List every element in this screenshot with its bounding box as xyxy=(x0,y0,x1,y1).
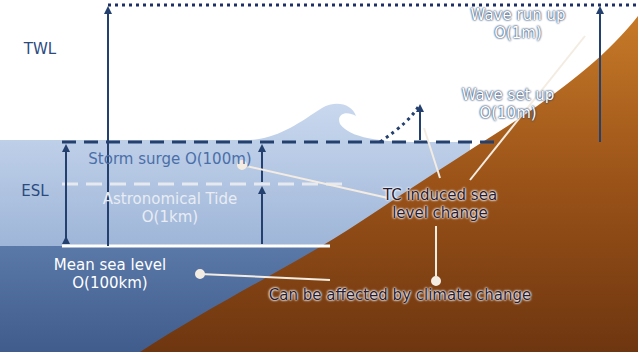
callout-text: TC induced sea level change xyxy=(370,186,510,222)
msl-line xyxy=(62,245,330,248)
leader-line xyxy=(200,274,330,280)
callout-text: Can be affected by climate change xyxy=(180,286,620,304)
tide-line xyxy=(62,183,345,186)
leader-line xyxy=(242,165,388,198)
band-label: Astronomical Tide O(1km) xyxy=(82,190,258,226)
callout-text: Wave set up O(10m) xyxy=(448,86,568,122)
runup-arrow xyxy=(599,10,601,142)
side-label: TWL xyxy=(10,40,70,58)
side-label: ESL xyxy=(10,182,60,200)
callout-text: Wave run up O(1m) xyxy=(462,6,574,42)
tide-arrow xyxy=(261,190,263,244)
twl-arrow xyxy=(107,10,109,246)
band-label: Storm surge O(100m) xyxy=(82,150,258,168)
esl-line xyxy=(62,141,500,144)
surge-arrow xyxy=(261,148,263,182)
esl-arrow xyxy=(65,148,67,240)
leader-dot xyxy=(196,270,204,278)
setup-arrow xyxy=(419,108,421,140)
leader-line xyxy=(435,226,437,276)
setup-curve xyxy=(380,104,420,142)
leader-dot xyxy=(432,277,440,285)
band-label: Mean sea level O(100km) xyxy=(30,256,190,292)
leader-line xyxy=(424,128,440,178)
